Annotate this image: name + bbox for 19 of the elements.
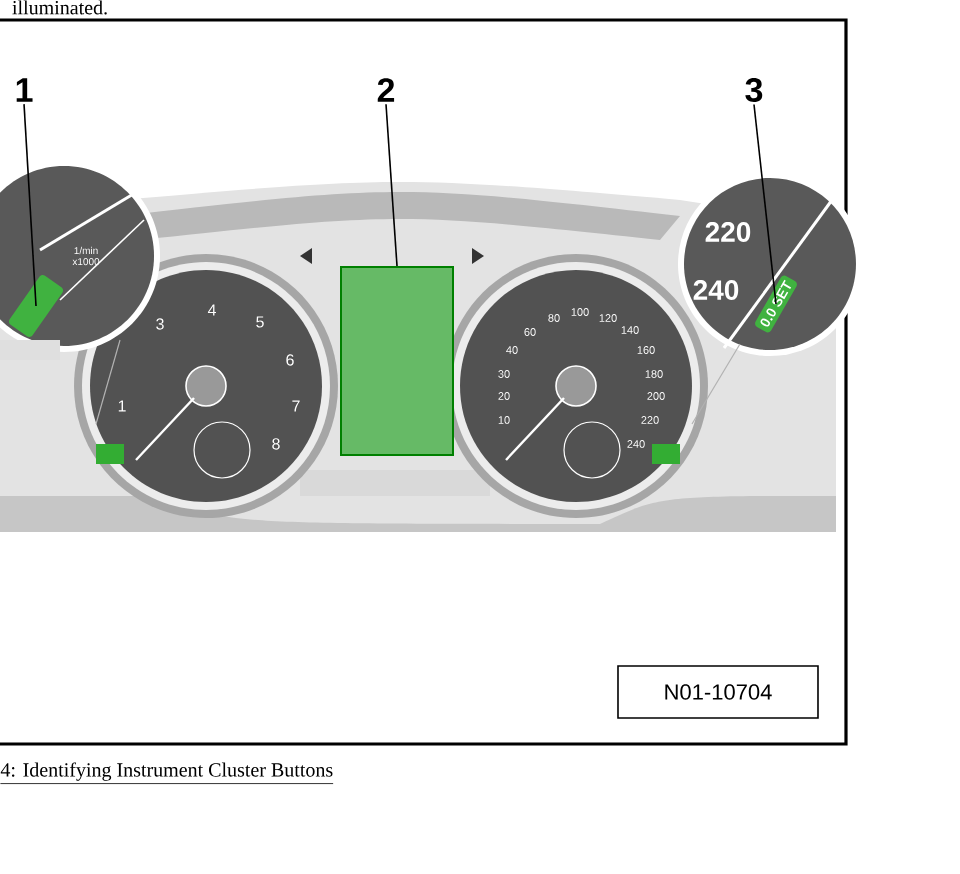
dial-number: 220 bbox=[705, 222, 751, 242]
dial-number: 6 bbox=[286, 354, 294, 366]
figure-caption: 4: Identifying Instrument Cluster Buttons bbox=[0, 762, 334, 784]
dial-number: 8 bbox=[272, 438, 280, 450]
dial-number: 3 bbox=[156, 318, 164, 330]
leader-line bbox=[753, 103, 777, 305]
dial-number: 5 bbox=[256, 316, 264, 328]
leader-line bbox=[23, 103, 37, 307]
dial-number: 7 bbox=[292, 400, 300, 412]
figure-id-box: N01-10704 bbox=[617, 665, 819, 719]
callout-number: 3 bbox=[745, 77, 763, 103]
note-text: illuminated. bbox=[12, 0, 107, 15]
display-screen bbox=[340, 266, 454, 456]
leader-line bbox=[385, 103, 398, 267]
callout-number: 2 bbox=[377, 78, 395, 102]
dial-number: 4 bbox=[207, 304, 216, 316]
dial-number: 1 bbox=[118, 400, 126, 412]
button bbox=[8, 274, 64, 338]
callout-number: 1 bbox=[16, 78, 33, 102]
